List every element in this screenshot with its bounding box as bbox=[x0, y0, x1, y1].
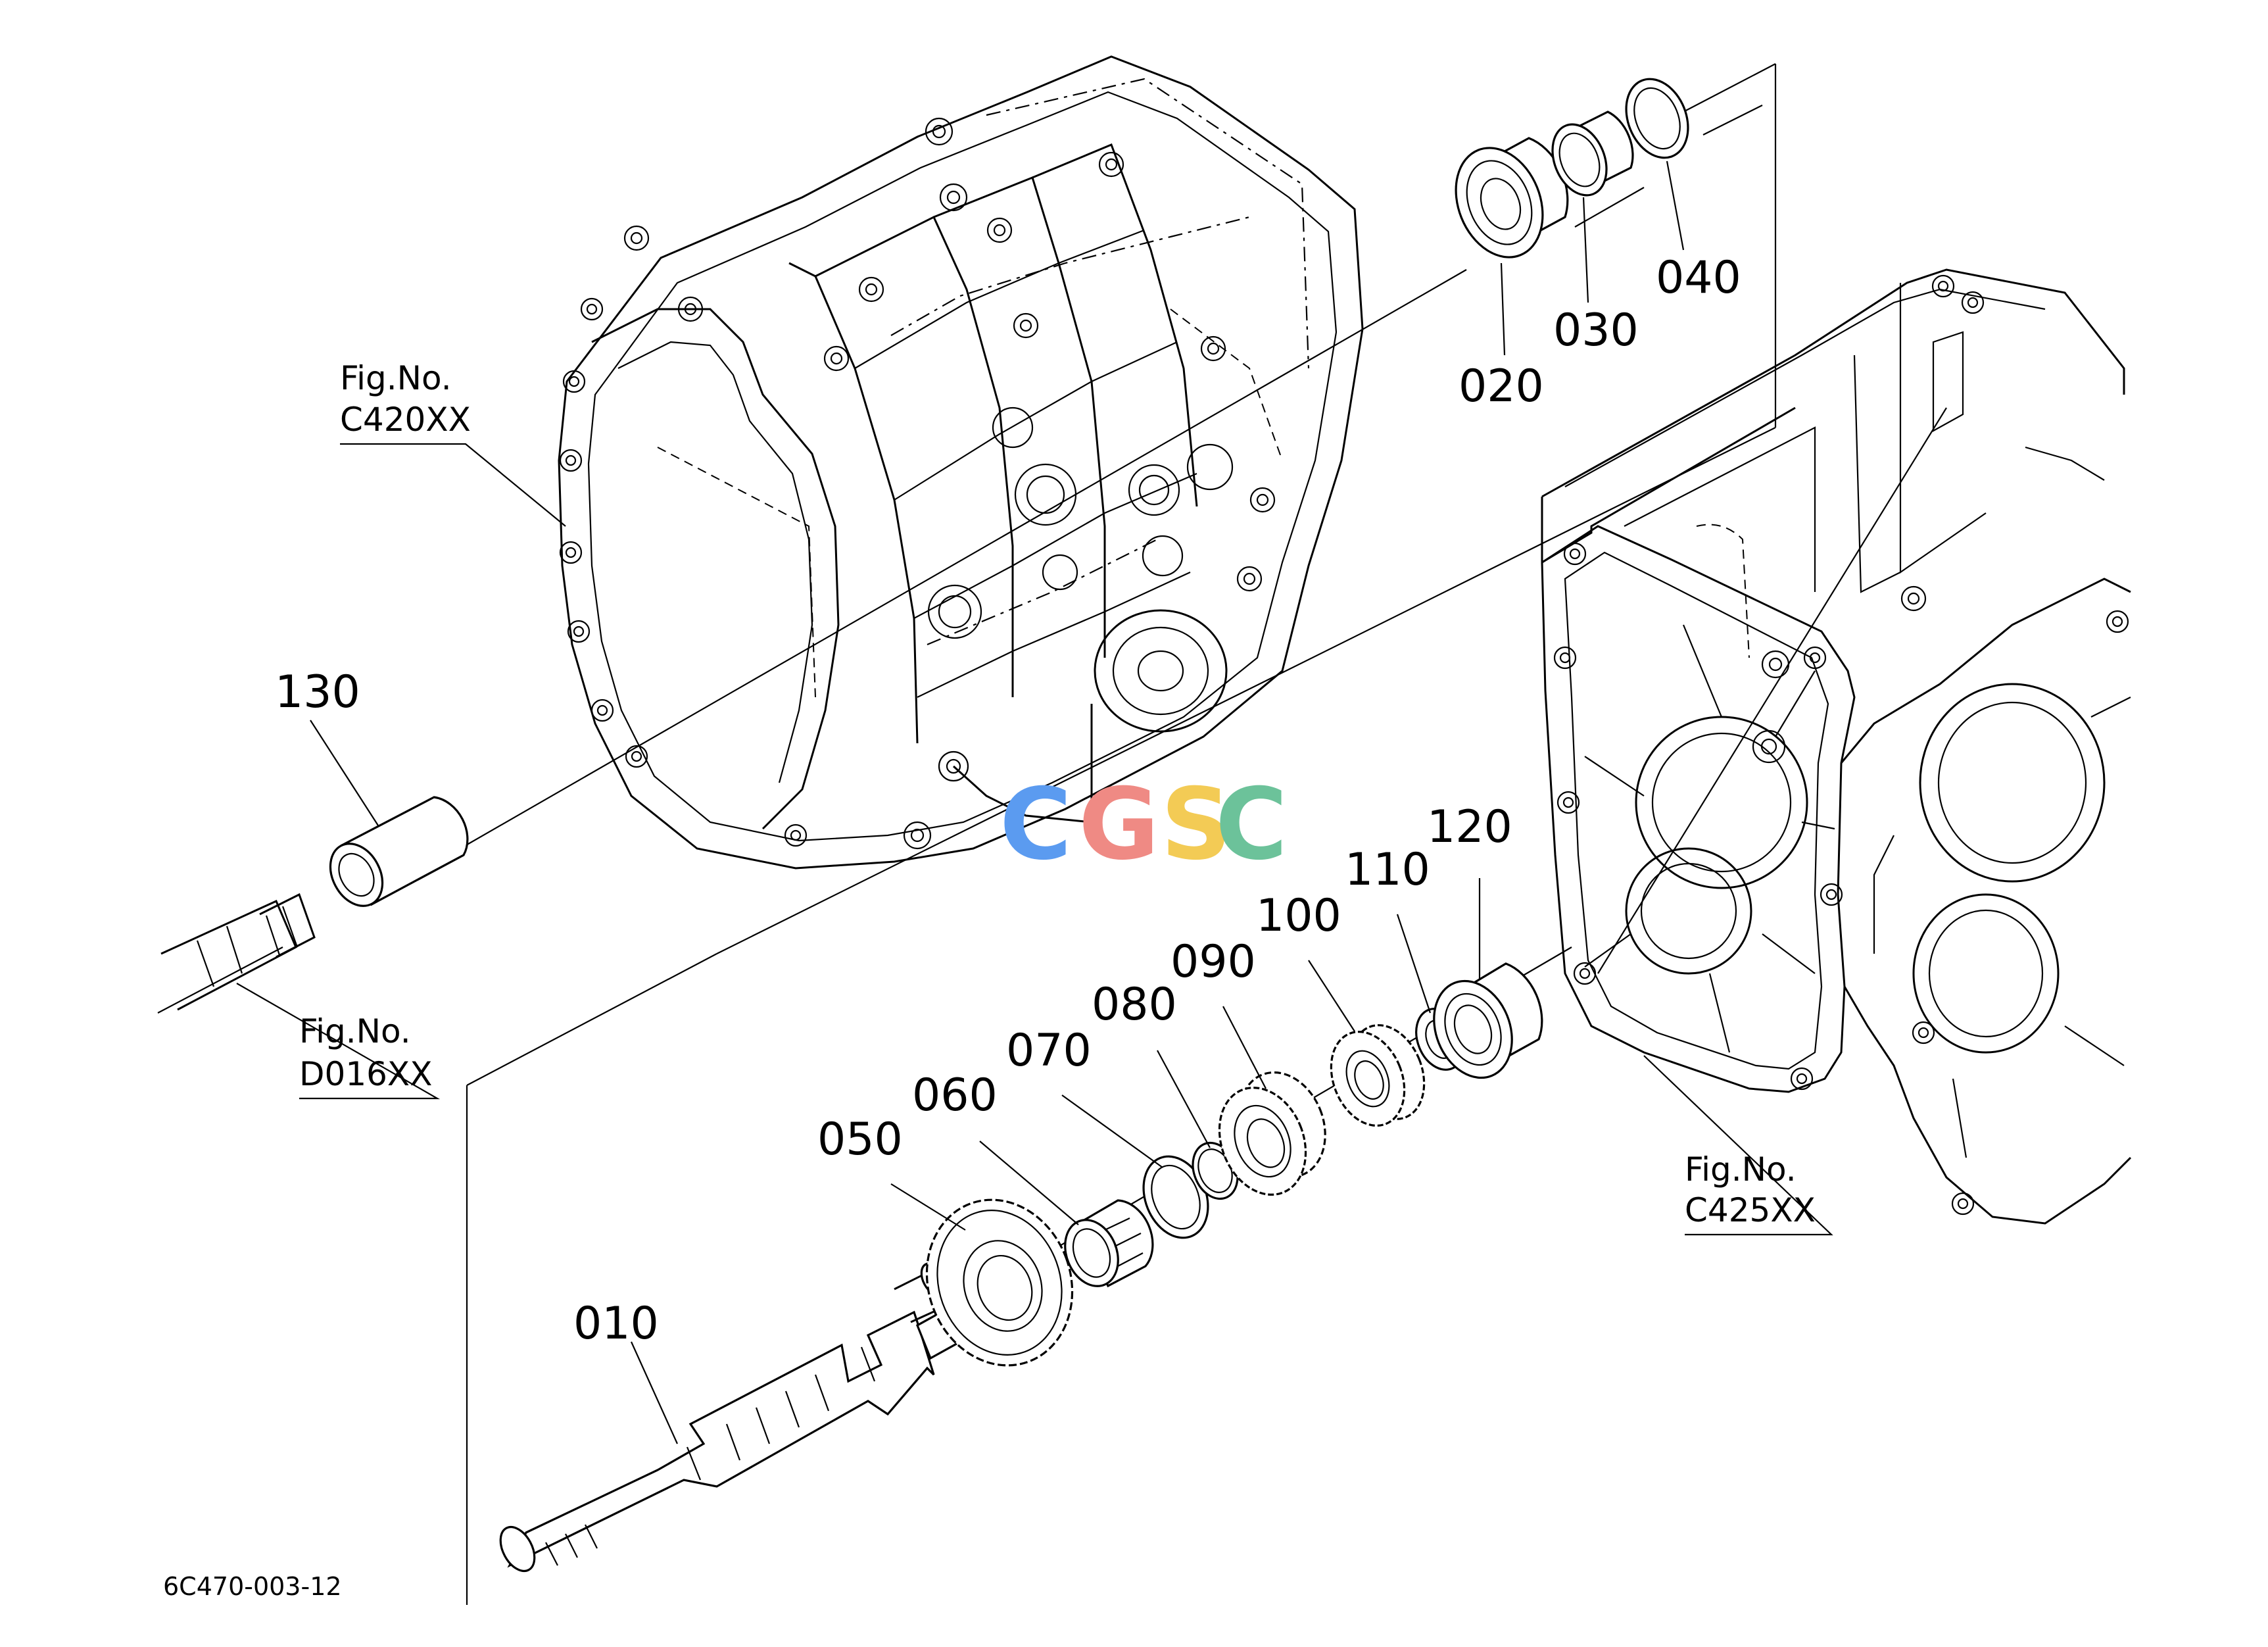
part-070-thrust-washer bbox=[1142, 1155, 1209, 1239]
part-090-shift-hub bbox=[1218, 1071, 1326, 1196]
part-100-gear bbox=[1330, 1024, 1426, 1127]
part-label-040: 040 bbox=[1656, 252, 1741, 304]
part-120-ball-bearing bbox=[1433, 962, 1543, 1079]
part-label-090: 090 bbox=[1170, 936, 1256, 988]
assembly-frame-lines bbox=[466, 63, 1777, 1605]
part-130-coupling-sleeve bbox=[329, 796, 469, 907]
watermark-letter-c2: C bbox=[1215, 768, 1288, 882]
part-label-020: 020 bbox=[1459, 360, 1544, 412]
input-shaft-stub bbox=[160, 893, 316, 1011]
leader-lines bbox=[236, 160, 1833, 1444]
part-label-060: 060 bbox=[912, 1069, 998, 1121]
part-label-080: 080 bbox=[1092, 979, 1177, 1031]
figure-references: Fig.No. C420XX Fig.No. D016XX Fig.No. C4… bbox=[299, 359, 1816, 1229]
part-label-130: 130 bbox=[275, 666, 360, 718]
drawing-code: 6C470-003-12 bbox=[163, 1572, 342, 1601]
part-060-needle-bearing bbox=[1064, 1199, 1154, 1288]
part-label-120: 120 bbox=[1427, 801, 1512, 853]
part-label-110: 110 bbox=[1345, 844, 1430, 896]
fig-ref-upper-housing-code: C420XX bbox=[340, 401, 471, 439]
part-label-030: 030 bbox=[1553, 305, 1639, 356]
part-label-070: 070 bbox=[1006, 1025, 1092, 1077]
upper-transmission-housing bbox=[558, 55, 1364, 870]
lower-transmission-housing bbox=[1541, 268, 2132, 1225]
part-number-labels: 010 020 030 040 050 060 070 080 090 100 … bbox=[275, 252, 1741, 1350]
watermark-letter-g: G bbox=[1078, 768, 1159, 882]
fig-ref-lower-housing-code: C425XX bbox=[1685, 1191, 1816, 1229]
part-040-shim bbox=[1625, 78, 1689, 159]
part-010-main-shaft bbox=[499, 1262, 962, 1573]
housing-bolt-bosses bbox=[559, 117, 1276, 850]
watermark-letter-c1: C bbox=[1000, 768, 1072, 882]
fig-ref-input-shaft-code: D016XX bbox=[299, 1055, 432, 1093]
part-label-050: 050 bbox=[817, 1114, 903, 1166]
part-label-010: 010 bbox=[573, 1298, 659, 1350]
fig-ref-upper-housing-label: Fig.No. bbox=[340, 359, 452, 397]
part-label-100: 100 bbox=[1256, 890, 1341, 942]
part-020-ball-bearing bbox=[1455, 137, 1569, 258]
fig-ref-lower-housing-label: Fig.No. bbox=[1685, 1150, 1797, 1189]
part-030-collar bbox=[1551, 111, 1634, 197]
cgsc-watermark: C G S C bbox=[1000, 768, 1288, 882]
fig-ref-input-shaft-label: Fig.No. bbox=[299, 1012, 411, 1050]
watermark-letter-s: S bbox=[1161, 768, 1232, 882]
